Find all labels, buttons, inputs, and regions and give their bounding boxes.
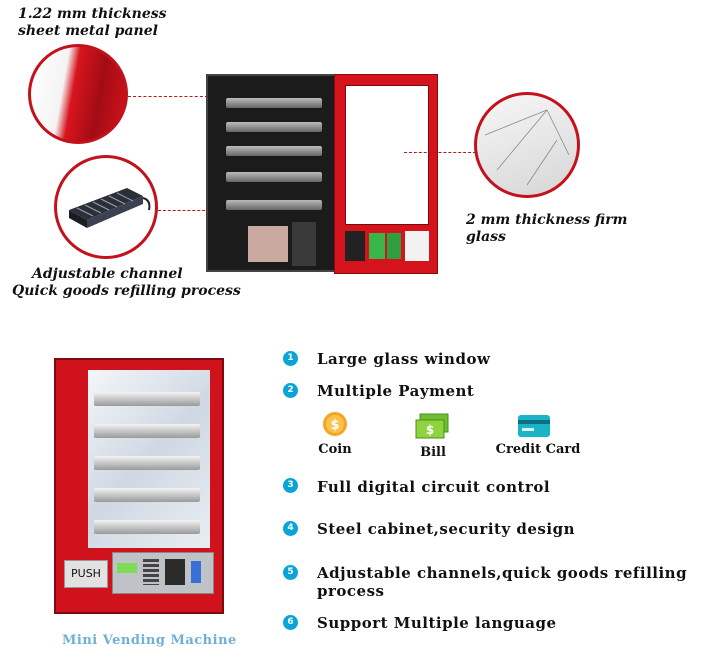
feature-item: Multiple Payment	[317, 382, 475, 400]
bill-icon: $	[415, 413, 449, 439]
feature-badge-6: 6	[283, 615, 298, 630]
credit-card-icon	[518, 415, 550, 437]
feature-badge-3: 3	[283, 478, 298, 493]
channel-icon	[69, 188, 151, 228]
callout-line: sheet metal panel	[18, 23, 158, 39]
payment-label-credit-card: Credit Card	[495, 442, 581, 457]
feature-item: Large glass window	[317, 350, 491, 368]
closed-vending-machine: PUSH	[54, 358, 224, 614]
adjustable-channel-closeup	[54, 155, 158, 259]
callout-line: 2 mm thickness firm	[466, 212, 628, 228]
payment-label-bill: Bill	[420, 445, 446, 460]
feature-item: Steel cabinet,security design	[317, 520, 575, 538]
svg-text:$: $	[330, 418, 339, 433]
callout-line: Adjustable channel	[32, 266, 183, 282]
feature-item: Full digital circuit control	[317, 478, 551, 496]
callout-line: 1.22 mm thickness	[18, 6, 167, 22]
glass-closeup	[474, 92, 580, 198]
coin-slot	[191, 561, 201, 583]
glass-crack-icon	[484, 109, 570, 186]
feature-badge-4: 4	[283, 521, 298, 536]
glass-thickness-callout: 2 mm thickness firm glass	[466, 212, 627, 246]
bill-acceptor	[165, 559, 185, 585]
feature-item: Adjustable channels,quick goods refillin…	[317, 564, 688, 600]
machine-caption: Mini Vending Machine	[62, 633, 237, 648]
feature-badge-2: 2	[283, 383, 298, 398]
svg-text:$: $	[426, 423, 434, 437]
keypad	[143, 559, 159, 585]
glass-window	[88, 370, 210, 548]
display-screen	[117, 563, 137, 573]
open-door	[334, 74, 438, 274]
payment-label-coin: Coin	[318, 442, 352, 457]
channel-callout: Adjustable channel Quick goods refilling…	[12, 266, 241, 300]
feature-item: Support Multiple language	[317, 614, 557, 632]
open-cabinet	[206, 74, 342, 272]
panel-thickness-callout: 1.22 mm thickness sheet metal panel	[18, 6, 167, 40]
feature-badge-5: 5	[283, 565, 298, 580]
feature-badge-1: 1	[283, 351, 298, 366]
coin-icon: $	[323, 412, 347, 436]
leader-line	[404, 152, 476, 153]
leader-line	[128, 96, 208, 97]
control-panel	[112, 552, 214, 594]
callout-line: Quick goods refilling process	[12, 283, 241, 299]
push-panel: PUSH	[64, 560, 108, 588]
callout-line: glass	[466, 229, 506, 245]
sheet-metal-closeup	[28, 44, 128, 144]
leader-line	[158, 210, 210, 211]
